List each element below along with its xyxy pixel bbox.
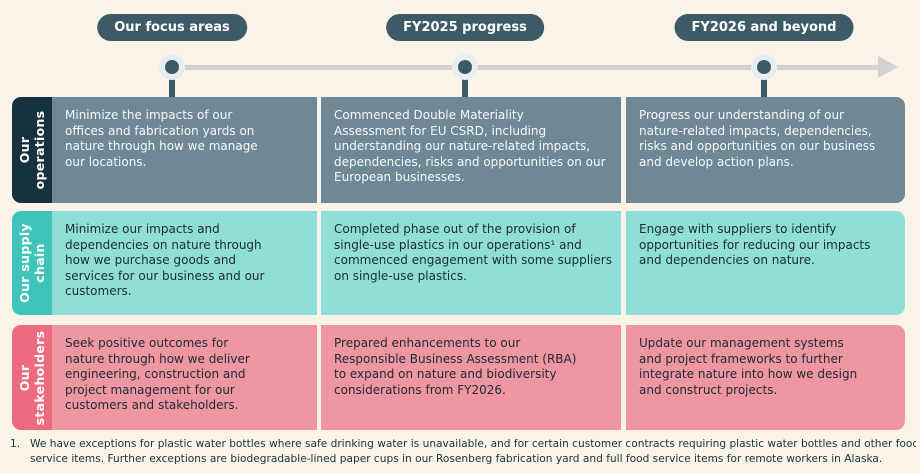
cell-supply-chain-fy2025: Completed phase out of the provision of … (321, 211, 621, 315)
row-label-text: Our operations (17, 110, 47, 190)
timeline-arrow-icon (878, 56, 898, 78)
timeline-stem-2 (462, 76, 468, 98)
row-label-our-supply-chain: Our supply chain (12, 211, 52, 315)
cell-text: Update our management systems and projec… (639, 336, 858, 397)
cell-supply-chain-fy2026: Engage with suppliers to identify opport… (626, 211, 905, 315)
row-our-operations: Our operations Minimize the impacts of o… (12, 97, 905, 203)
cell-text: Completed phase out of the provision of … (334, 222, 612, 283)
footnote: 1. We have exceptions for plastic water … (10, 437, 916, 467)
footnote-marker: 1. (10, 438, 21, 450)
timeline-header-fy2026-beyond: FY2026 and beyond (674, 14, 854, 41)
cell-stakeholders-focus: Seek positive outcomes for nature throug… (52, 325, 317, 430)
row-our-stakeholders: Our stakeholders Seek positive outcomes … (12, 325, 905, 430)
cell-text: Seek positive outcomes for nature throug… (65, 336, 250, 412)
timeline-dot-icon-2 (458, 60, 472, 74)
cell-text: Commenced Double Materiality Assessment … (334, 108, 606, 184)
cell-operations-focus: Minimize the impacts of our offices and … (52, 97, 317, 203)
cell-stakeholders-fy2025: Prepared enhancements to our Responsible… (321, 325, 621, 430)
cell-stakeholders-fy2026: Update our management systems and projec… (626, 325, 905, 430)
timeline-dot-icon-1 (165, 60, 179, 74)
cell-text: Prepared enhancements to our Responsible… (334, 336, 577, 397)
cell-supply-chain-focus: Minimize our impacts and dependencies on… (52, 211, 317, 315)
timeline-stem-3 (761, 76, 767, 98)
row-label-text: Our supply chain (17, 223, 47, 303)
footnote-text: We have exceptions for plastic water bot… (30, 438, 916, 465)
timeline-header-focus-areas: Our focus areas (97, 14, 247, 41)
row-our-supply-chain: Our supply chain Minimize our impacts an… (12, 211, 905, 315)
timeline-line (172, 65, 880, 70)
cell-text: Minimize the impacts of our offices and … (65, 108, 258, 169)
cell-text: Progress our understanding of our nature… (639, 108, 876, 169)
timeline-stem-1 (169, 76, 175, 98)
cell-operations-fy2026: Progress our understanding of our nature… (626, 97, 905, 203)
row-label-our-stakeholders: Our stakeholders (12, 325, 52, 430)
cell-text: Engage with suppliers to identify opport… (639, 222, 871, 267)
timeline-header-fy2025-progress: FY2025 progress (386, 14, 544, 41)
timeline-dot-icon-3 (757, 60, 771, 74)
cell-text: Minimize our impacts and dependencies on… (65, 222, 265, 298)
row-label-text: Our stakeholders (17, 330, 47, 425)
cell-operations-fy2025: Commenced Double Materiality Assessment … (321, 97, 621, 203)
row-label-our-operations: Our operations (12, 97, 52, 203)
